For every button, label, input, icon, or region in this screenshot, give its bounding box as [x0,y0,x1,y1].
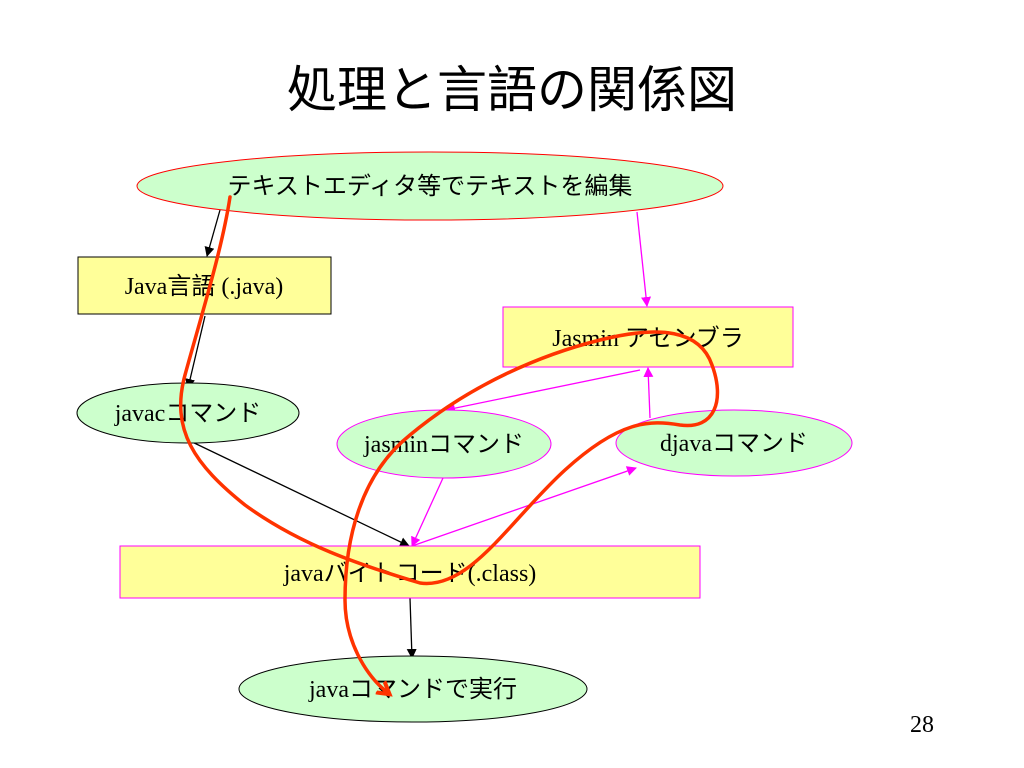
slide-title: 処理と言語の関係図 [287,61,737,119]
arrow-bytecode-to-run [406,597,417,659]
node-javac-command: javacコマンド [76,382,300,444]
arrow-javac-to-bytecode [187,439,410,547]
arrow-bytecode-to-djava [411,466,637,547]
node-jasmin-assembler: Jasmin アセンブラ [502,306,794,368]
node-edit-text: テキストエディタ等でテキストを編集 [136,151,724,221]
node-java-run: javaコマンドで実行 [238,655,588,723]
arrow-java-to-javac [185,315,206,389]
arrow-edit-to-jasmin [636,211,652,307]
arrow-jasmin-cmd-to-bytecode [411,477,444,547]
arrow-assembler-to-jasmin-cmd [445,369,641,414]
node-djava-command-label: djavaコマンド [660,431,808,457]
node-java-run-label: javaコマンドで実行 [308,676,517,703]
black-arrows [185,209,417,659]
magenta-arrows [411,211,654,547]
arrow-djava-to-assembler [643,367,654,419]
node-java-bytecode: javaバイトコード(.class) [119,545,701,599]
arrow-edit-to-java [204,209,221,257]
page-number: 28 [910,712,934,738]
node-jasmin-command: jasminコマンド [336,409,552,479]
node-javac-command-label: javacコマンド [114,401,262,427]
node-java-bytecode-label: javaバイトコード(.class) [283,561,537,587]
node-djava-command: djavaコマンド [615,409,853,477]
node-edit-text-label: テキストエディタ等でテキストを編集 [228,172,633,200]
node-jasmin-command-label: jasminコマンド [363,432,524,458]
node-jasmin-assembler-label: Jasmin アセンブラ [552,325,743,352]
node-java-lang-label: Java言語 (.java) [125,273,284,300]
red-flow-path [179,195,720,693]
